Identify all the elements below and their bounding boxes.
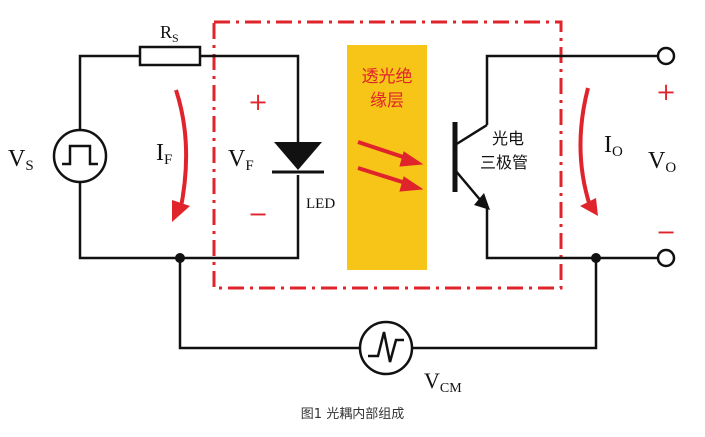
- output-minus-label: −: [656, 218, 676, 246]
- figure-caption: 图1 光耦内部组成: [300, 407, 405, 422]
- vf-label: VF: [228, 146, 254, 174]
- output-terminal-top: [656, 46, 676, 66]
- phototransistor: [452, 122, 490, 210]
- pulse-waveform-icon: [62, 144, 98, 166]
- transistor-label-line2: 三极管: [480, 153, 528, 172]
- led-plus-label: +: [248, 88, 268, 116]
- vcm-label: VCM: [424, 368, 462, 396]
- junction-right: [591, 253, 601, 263]
- junction-left: [175, 253, 185, 263]
- led-minus-label: −: [248, 200, 268, 228]
- io-current-arrow: [578, 87, 592, 207]
- isolation-boundary: [212, 20, 563, 290]
- output-plus-label: +: [656, 78, 676, 106]
- insulation-label-line1: 透光绝: [362, 67, 413, 87]
- output-terminal-bottom: [656, 248, 676, 268]
- light-arrows: [357, 140, 424, 192]
- if-label: IF: [156, 140, 172, 168]
- led-diode: [272, 142, 324, 174]
- if-current-arrow: [174, 89, 189, 213]
- led-label: LED: [306, 196, 335, 212]
- noise-waveform-icon: [368, 331, 404, 363]
- insulation-label-line2: 缘层: [370, 91, 404, 111]
- io-label: IO: [604, 132, 623, 160]
- rs-label: RS: [160, 22, 179, 45]
- vo-label: VO: [648, 148, 676, 176]
- transistor-label-line1: 光电: [492, 129, 524, 148]
- vs-label: VS: [8, 146, 34, 174]
- input-wiring: [78, 54, 300, 260]
- insulation-layer: [347, 45, 427, 270]
- pulse-source-vs: [52, 128, 108, 184]
- resistor-rs: [138, 45, 202, 67]
